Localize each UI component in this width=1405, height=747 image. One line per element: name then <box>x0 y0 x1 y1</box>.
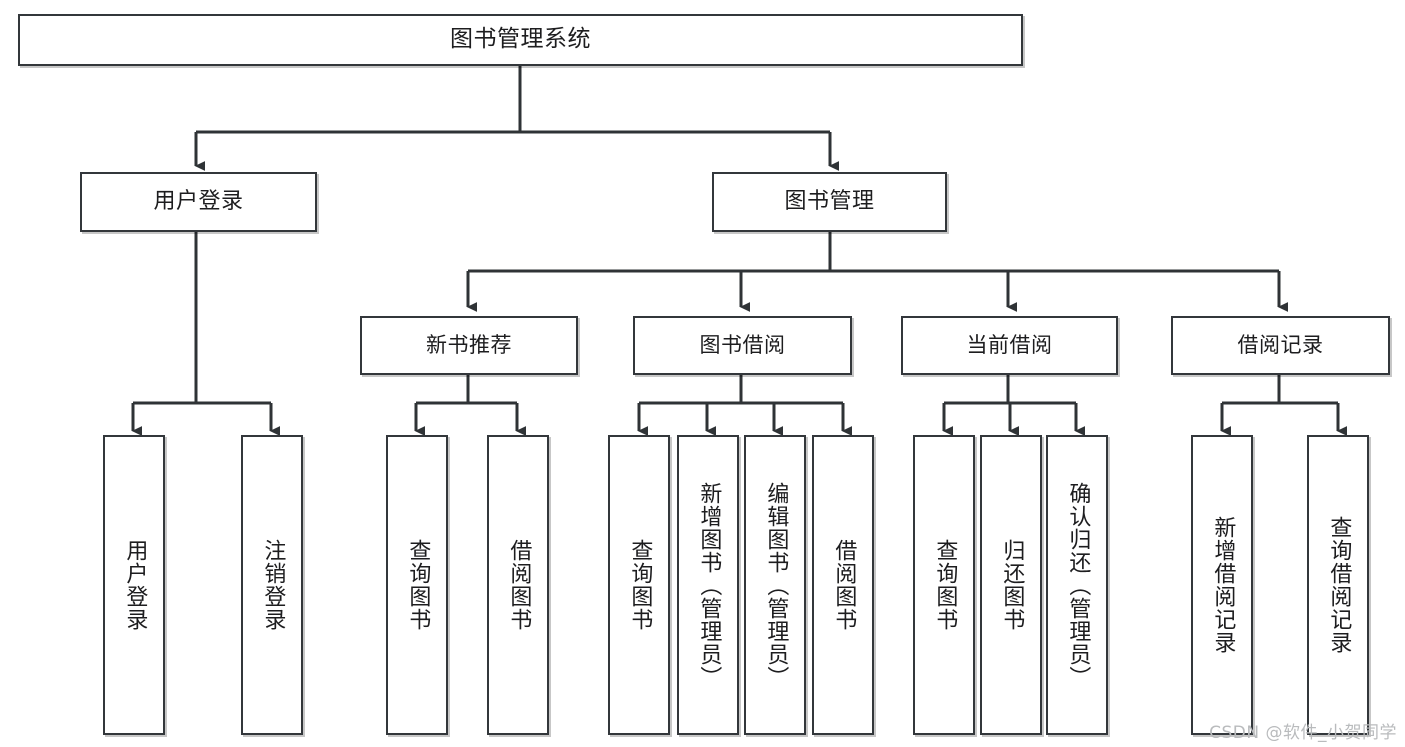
node-label: 借阅记录 <box>1237 333 1324 358</box>
node-root-system[interactable]: 图书管理系统 <box>18 14 1023 66</box>
node-borrow-record[interactable]: 借阅记录 <box>1171 316 1390 375</box>
leaf-add-borrow-record[interactable]: 新增借阅记录 <box>1191 435 1253 735</box>
node-book-management[interactable]: 图书管理 <box>712 172 947 232</box>
leaf-confirm-return-admin[interactable]: 确认归还（管理员） <box>1046 435 1108 735</box>
leaf-borrow-book-new[interactable]: 借阅图书 <box>487 435 549 735</box>
node-user-login[interactable]: 用户登录 <box>80 172 317 232</box>
node-label: 图书借阅 <box>699 333 786 358</box>
node-label: 编辑图书（管理员） <box>763 481 789 689</box>
leaf-user-login[interactable]: 用户登录 <box>103 435 165 735</box>
node-label: 查询图书 <box>405 539 431 631</box>
node-label: 借阅图书 <box>831 539 857 631</box>
node-label: 查询图书 <box>627 539 653 631</box>
node-label: 用户登录 <box>122 539 148 631</box>
node-label: 新增借阅记录 <box>1210 516 1236 654</box>
leaf-query-book-borrow[interactable]: 查询图书 <box>608 435 670 735</box>
node-label: 新增图书（管理员） <box>696 481 722 689</box>
leaf-borrow-book[interactable]: 借阅图书 <box>812 435 874 735</box>
node-label: 查询图书 <box>932 539 958 631</box>
node-label: 查询借阅记录 <box>1326 516 1352 654</box>
node-label: 借阅图书 <box>506 539 532 631</box>
node-label: 图书管理系统 <box>450 26 591 53</box>
node-label: 归还图书 <box>999 539 1025 631</box>
node-label: 注销登录 <box>260 539 286 631</box>
leaf-add-book-admin[interactable]: 新增图书（管理员） <box>677 435 739 735</box>
node-label: 用户登录 <box>153 189 244 215</box>
leaf-return-book[interactable]: 归还图书 <box>980 435 1042 735</box>
leaf-query-book-current[interactable]: 查询图书 <box>913 435 975 735</box>
leaf-query-book-new[interactable]: 查询图书 <box>386 435 448 735</box>
node-new-book-recommend[interactable]: 新书推荐 <box>360 316 578 375</box>
node-book-borrow[interactable]: 图书借阅 <box>633 316 852 375</box>
node-current-borrow[interactable]: 当前借阅 <box>901 316 1118 375</box>
node-label: 新书推荐 <box>426 333 512 358</box>
leaf-edit-book-admin[interactable]: 编辑图书（管理员） <box>744 435 806 735</box>
node-label: 当前借阅 <box>966 333 1053 358</box>
leaf-query-borrow-record[interactable]: 查询借阅记录 <box>1307 435 1369 735</box>
node-label: 图书管理 <box>784 189 875 215</box>
node-label: 确认归还（管理员） <box>1065 481 1091 689</box>
leaf-logout[interactable]: 注销登录 <box>241 435 303 735</box>
